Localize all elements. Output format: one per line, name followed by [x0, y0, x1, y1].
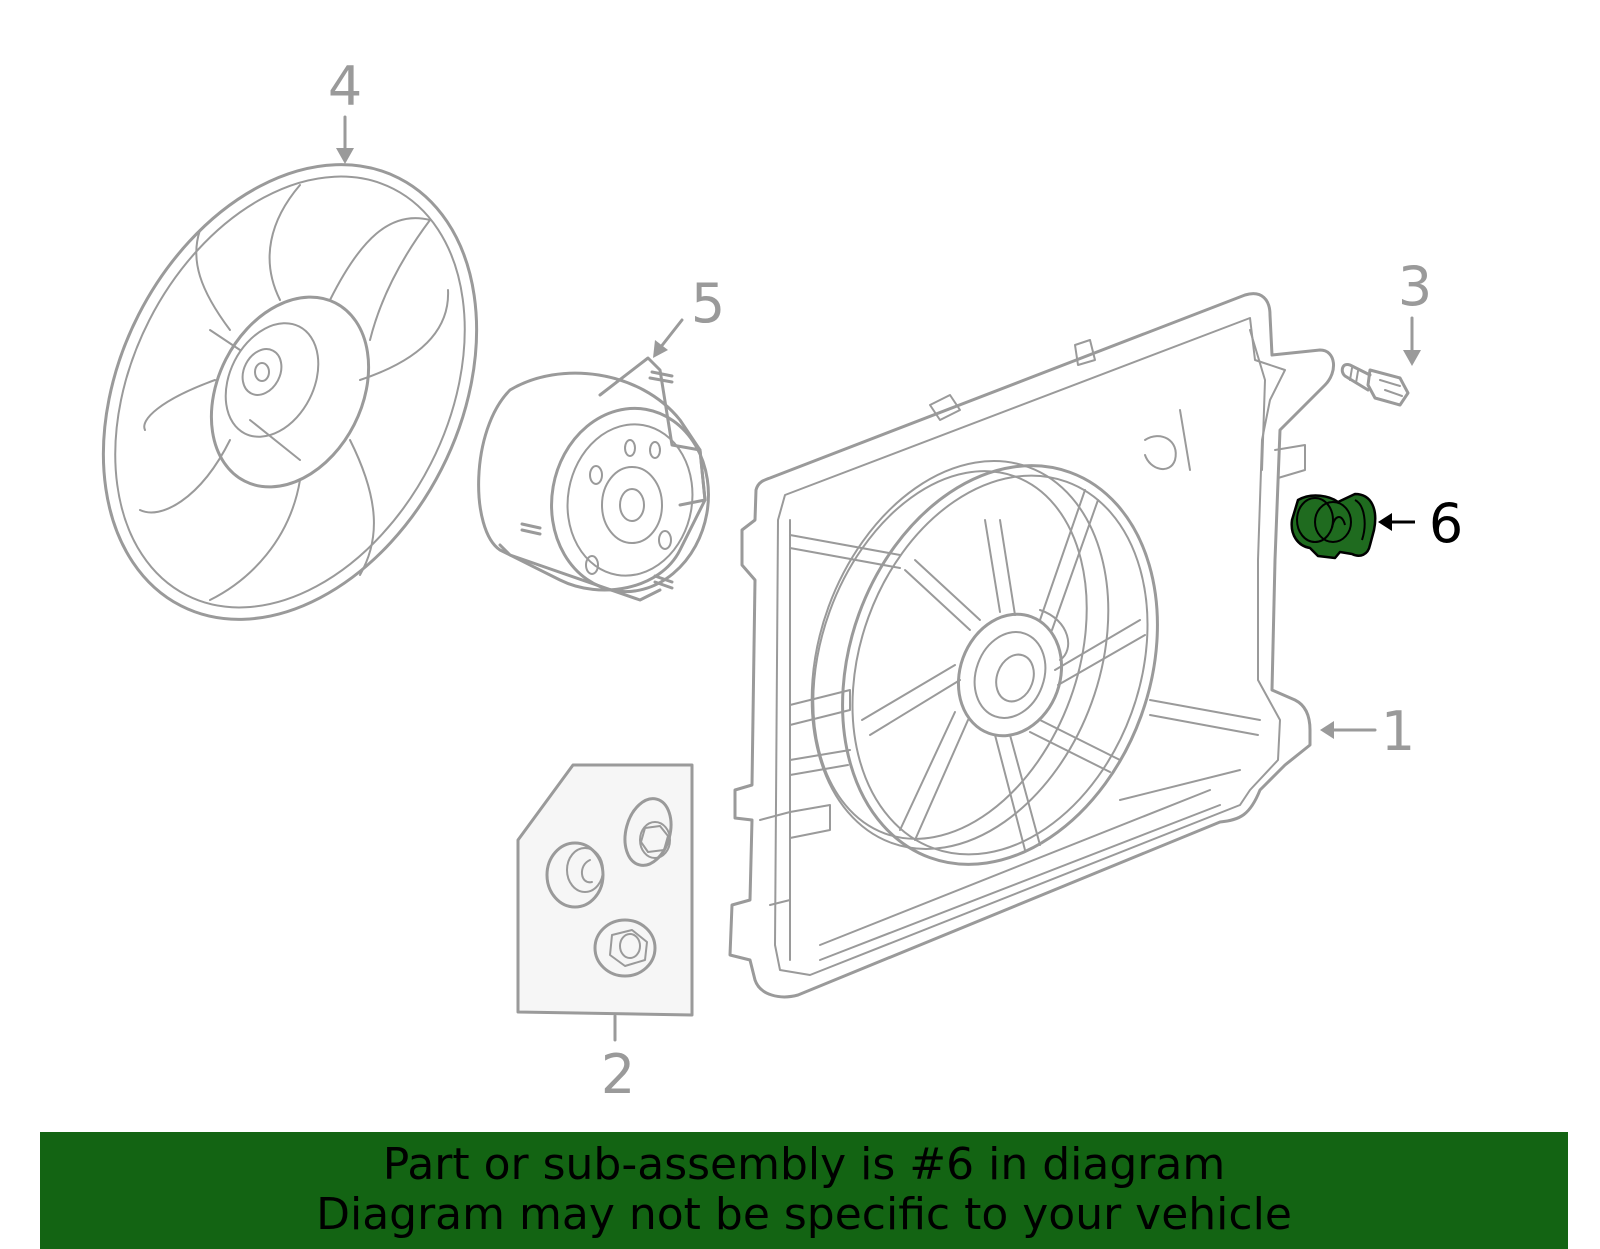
fan-blade-part-4: [101, 163, 479, 621]
callout-4-arrowhead: [336, 148, 354, 164]
hardware-kit-part-2: [516, 763, 694, 1017]
info-banner: Part or sub-assembly is #6 in diagram Di…: [40, 1132, 1568, 1249]
callout-6: 6: [1429, 492, 1463, 555]
callout-3-arrowhead: [1403, 350, 1421, 366]
bolt-part-3: [1340, 362, 1410, 407]
callout-2: 2: [601, 1043, 635, 1106]
callout-5-leader: [658, 318, 684, 350]
banner-line-2: Diagram may not be specific to your vehi…: [316, 1189, 1292, 1240]
callout-1-arrowhead: [1320, 721, 1334, 739]
banner-line-1: Part or sub-assembly is #6 in diagram: [382, 1139, 1226, 1190]
parts-diagram: 4 5: [101, 55, 1463, 1106]
fan-shroud-part-1: [728, 292, 1335, 999]
callout-5: 5: [691, 272, 725, 335]
callout-5-arrowhead: [653, 340, 668, 358]
callout-3: 3: [1398, 255, 1432, 318]
fan-motor-part-5: [477, 356, 710, 602]
highlighted-part-6: [1290, 492, 1377, 560]
callout-6-arrowhead: [1378, 513, 1392, 531]
callout-1: 1: [1381, 700, 1415, 763]
callout-4: 4: [328, 55, 362, 118]
